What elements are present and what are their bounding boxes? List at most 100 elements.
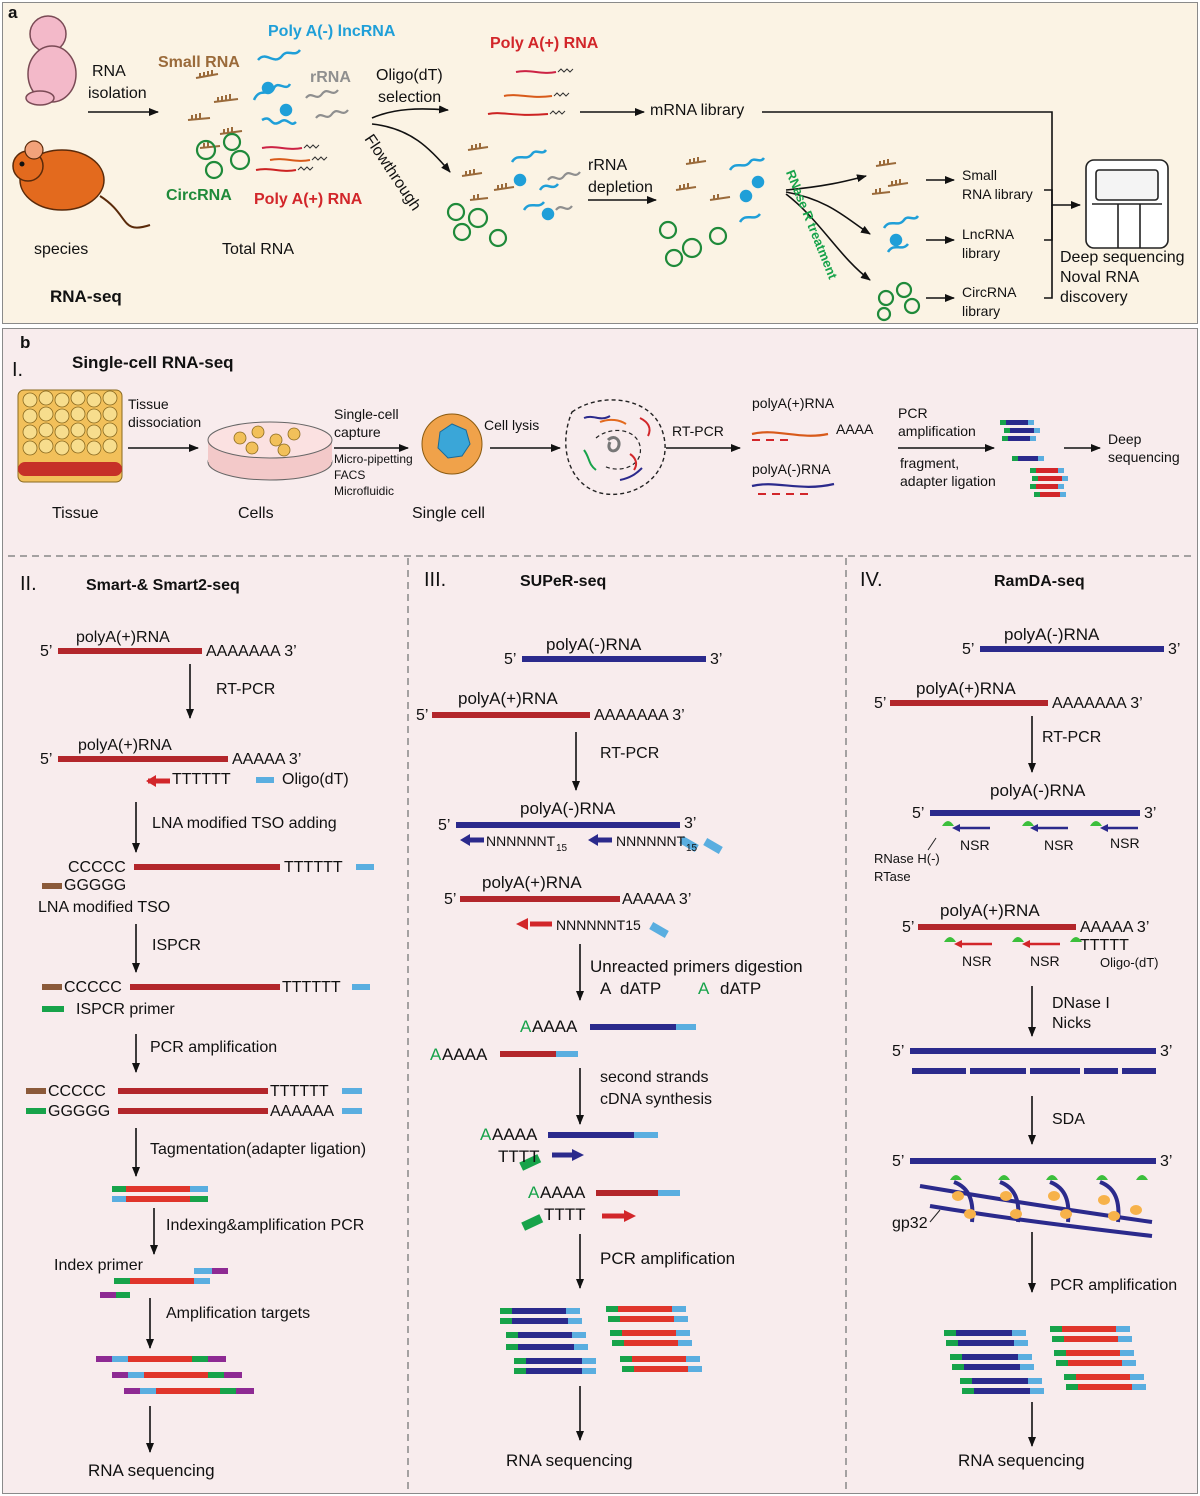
smart-rna-6 xyxy=(118,1108,268,1114)
deep-seq-1: Deep sequencing xyxy=(1060,249,1185,266)
flowthrough-arrow xyxy=(371,123,451,173)
ramda-rna-3 xyxy=(930,810,1140,816)
smart-adapter-2 xyxy=(356,864,374,870)
r-rstack-r6 xyxy=(1078,1384,1132,1390)
amp-p3 xyxy=(124,1388,140,1394)
fan-arrow-circ xyxy=(785,193,871,281)
r-rstack-r2 xyxy=(1064,1336,1118,1342)
s-rstack-r4 xyxy=(624,1340,678,1346)
r-stack-l1 xyxy=(1012,1330,1026,1336)
super-digestion: Unreacted primers digestion xyxy=(590,957,803,976)
capture-method-2: FACS xyxy=(334,468,366,482)
capture-1: Single-cell xyxy=(334,406,399,422)
tissue-dissociation-2: dissociation xyxy=(128,414,202,430)
super-adapter-7 xyxy=(634,1132,658,1138)
super-datp-2: dATP xyxy=(720,979,762,998)
smart-green-5 xyxy=(26,1108,46,1114)
r-stack-b5 xyxy=(972,1378,1028,1384)
super-aa-3: A xyxy=(480,1125,492,1144)
cells-label: Cells xyxy=(238,505,274,522)
s-stack-g6 xyxy=(514,1368,526,1374)
capture-method-3: Microfluidic xyxy=(334,484,395,498)
smart-adapter-4 xyxy=(342,1088,362,1094)
deep-1: Deep xyxy=(1108,431,1142,447)
super-aaaa-2: AAAA xyxy=(442,1045,488,1064)
ramda-gp32: gp32 xyxy=(892,1215,928,1232)
smart-c5-1: CCCCC xyxy=(68,859,126,876)
s-rstack-l4 xyxy=(678,1340,692,1346)
smart-strands xyxy=(146,775,170,787)
r-rstack-g3 xyxy=(1054,1350,1066,1356)
panel-a xyxy=(2,2,1198,324)
super-polya-minus-1: polyA(-)RNA xyxy=(546,635,642,654)
super-tttt-1: TTTT xyxy=(498,1147,540,1166)
r-stack-g6 xyxy=(962,1388,974,1394)
r-stack-b1 xyxy=(956,1330,1012,1336)
smart-adapter-3 xyxy=(352,984,370,990)
s-rstack-g6 xyxy=(622,1366,634,1372)
amp-r3 xyxy=(156,1388,220,1394)
small-rna-label: Small RNA xyxy=(158,54,240,71)
section-iv-num: IV. xyxy=(860,569,883,591)
deep-seq-3: discovery xyxy=(1060,289,1128,306)
smart-rna-2 xyxy=(58,756,228,762)
s-stack-g1 xyxy=(500,1308,512,1314)
ramda-a5: AAAAA 3’ xyxy=(1080,919,1150,936)
idx-r1 xyxy=(130,1278,194,1284)
deep-seq-2: Noval RNA xyxy=(1060,269,1140,286)
smart-adapter-5 xyxy=(342,1108,362,1114)
super-rna-7 xyxy=(548,1132,634,1138)
super-5p-3: 5’ xyxy=(438,817,451,834)
polya-plus-strand xyxy=(751,431,829,437)
polya-plus-label-top: Poly A(+) RNA xyxy=(490,35,599,52)
r-rstack-r4 xyxy=(1068,1360,1122,1366)
amp-g3 xyxy=(220,1388,236,1394)
flowthrough-mix xyxy=(446,143,581,248)
rnaseq-label: RNA-seq xyxy=(50,287,122,306)
s-rstack-r2 xyxy=(620,1316,674,1322)
super-a5: AAAAA 3’ xyxy=(622,891,692,908)
r-stack-b2 xyxy=(958,1340,1014,1346)
s-stack-b5 xyxy=(526,1358,582,1364)
smart-rna-seq: RNA sequencing xyxy=(88,1461,215,1480)
super-a-1: A xyxy=(600,979,612,998)
s-stack-l1 xyxy=(566,1308,580,1314)
lnc-library-glyphs xyxy=(882,215,920,253)
ramda-nick-1 xyxy=(912,1068,966,1074)
panel-b xyxy=(2,328,1198,1494)
ramda-rtpcr: RT-PCR xyxy=(1042,729,1102,746)
amp-g2 xyxy=(208,1372,224,1378)
amp-p1 xyxy=(96,1356,112,1362)
super-second-1: second strands xyxy=(600,1069,709,1086)
super-rtpcr: RT-PCR xyxy=(600,745,660,762)
s-stack-l4 xyxy=(574,1344,588,1350)
smart-t6-3: TTTTTT xyxy=(282,979,341,996)
smart-a6: AAAAAA xyxy=(270,1103,335,1120)
ramda-rnaseh-2: RTase xyxy=(874,869,911,884)
r-rstack-r3 xyxy=(1066,1350,1120,1356)
super-sub15-1: 15 xyxy=(556,843,568,854)
s-stack-b1 xyxy=(512,1308,566,1314)
smart-polya-2: polyA(+)RNA xyxy=(78,737,172,754)
amp-b3 xyxy=(140,1388,156,1394)
super-5p-4: 5’ xyxy=(444,891,457,908)
s-rstack-l2 xyxy=(674,1316,688,1322)
ramda-5p-2: 5’ xyxy=(874,695,887,712)
ramda-polya-plus-1: polyA(+)RNA xyxy=(916,679,1016,698)
r-stack-l5 xyxy=(1028,1378,1042,1384)
r-stack-g1 xyxy=(944,1330,956,1336)
r-rstack-g1 xyxy=(1050,1326,1062,1332)
ramda-3p-3: 3’ xyxy=(1160,1043,1173,1060)
lnc-lib-2: library xyxy=(962,245,1001,261)
ramda-5p-4: 5’ xyxy=(902,919,915,936)
ramda-polya-plus-2: polyA(+)RNA xyxy=(940,901,1040,920)
super-aaaa-3: AAAA xyxy=(492,1125,538,1144)
fan-arrow-small xyxy=(785,174,867,191)
s-stack-b4 xyxy=(518,1344,574,1350)
super-5p-2: 5’ xyxy=(416,707,429,724)
isolation-label: isolation xyxy=(88,85,147,102)
s-rstack-g4 xyxy=(612,1340,624,1346)
super-pcr-amp: PCR amplification xyxy=(600,1249,736,1268)
circrna-label: CircRNA xyxy=(166,187,232,204)
